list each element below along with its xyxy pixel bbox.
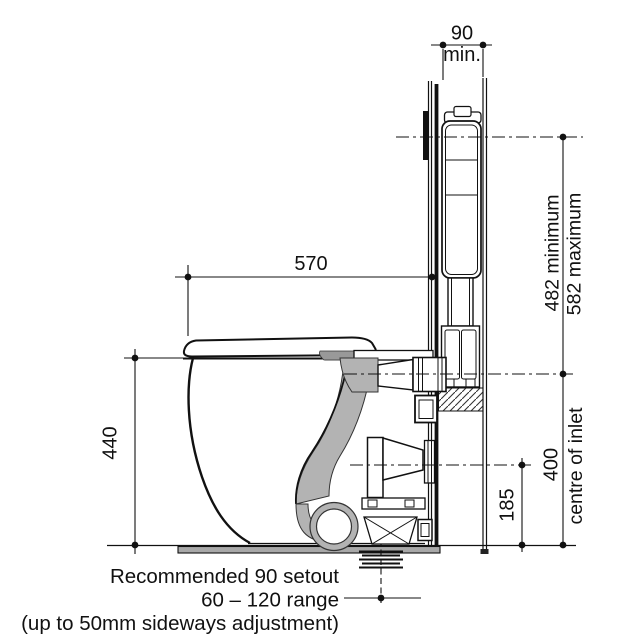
dim-440-value: 440: [100, 426, 122, 459]
seat-mounting-bracket: [353, 349, 434, 361]
flush-button-plate: [423, 111, 428, 160]
inlet-valve-assembly: [440, 325, 481, 388]
inlet-neck: [377, 358, 414, 391]
connector-body: [366, 436, 384, 499]
dimension-dots: [131, 41, 567, 602]
inspection-cap-inner: [418, 399, 434, 419]
note-recommended-setout: Recommended 90 setout: [110, 565, 339, 588]
connector-base: [363, 516, 418, 545]
flush-button: [453, 105, 472, 118]
connector-fitting: [417, 518, 433, 542]
toilet-pan: [182, 336, 434, 552]
note-setout-range: 60 – 120 range: [201, 589, 339, 612]
cistern-tank: [441, 120, 482, 279]
trap-outlet-inner: [315, 508, 353, 545]
outlet-connector: [361, 436, 436, 545]
centre-of-inlet-label: centre of inlet: [565, 407, 587, 525]
dim-400-value: 400: [541, 448, 563, 481]
inspection-cap: [414, 394, 438, 424]
dim-185-value: 185: [497, 488, 519, 521]
centrelines: [344, 136, 583, 466]
pan-front-profile: [187, 357, 251, 545]
concealed-cistern: [423, 105, 482, 388]
dim-570-value: 570: [294, 253, 327, 275]
wall-base-plate: [480, 549, 489, 554]
wall-outlet-grate: [423, 439, 436, 484]
wall-noggin-hatched: [438, 387, 484, 412]
connector-bracket-bar: [361, 497, 426, 510]
dim-90-qualifier: min.: [443, 44, 481, 66]
cistern-tank-inner: [445, 124, 478, 275]
dim-582-max-label: 582 maximum: [564, 193, 586, 315]
flush-pipe-upper: [447, 277, 474, 327]
pan-body-fill: [188, 358, 425, 543]
connector-cone: [382, 436, 424, 481]
inlet-connection: [339, 356, 447, 424]
dim-90-value: 90: [451, 23, 473, 45]
dim-482-min-label: 482 minimum: [542, 194, 564, 311]
pan-fixing-plate: [177, 545, 441, 554]
bowl-interior-line: [295, 361, 349, 505]
note-sideways-adjustment: (up to 50mm sideways adjustment): [21, 612, 339, 635]
inlet-elbow-shaded: [339, 357, 379, 393]
wall-section: [427, 78, 489, 554]
